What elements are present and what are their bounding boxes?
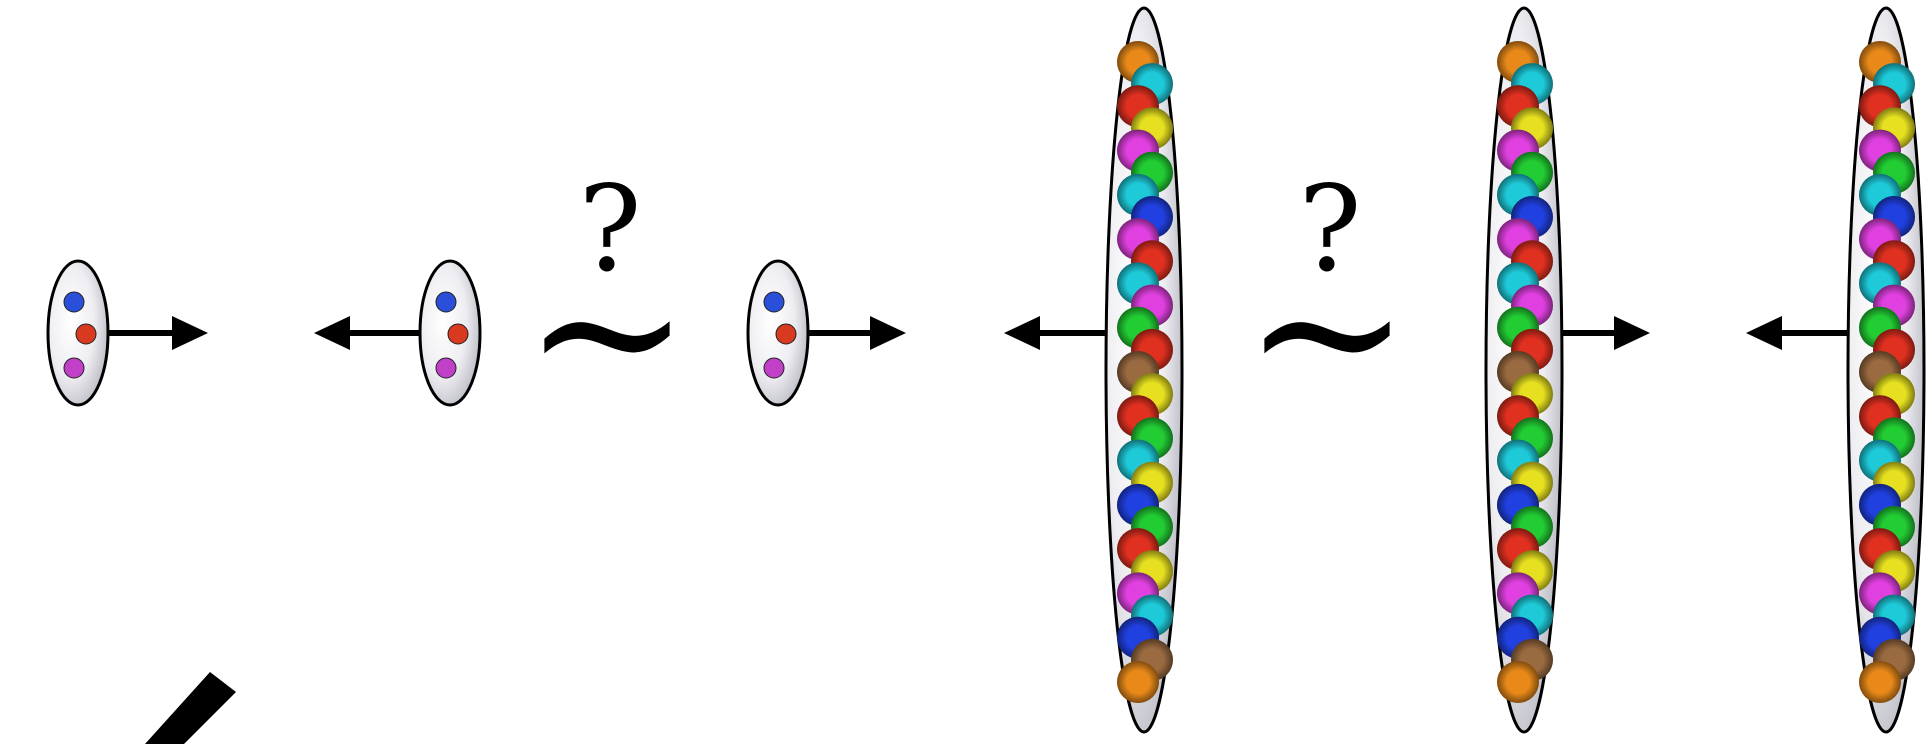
nucleon-column	[1859, 41, 1915, 703]
nucleon-dot	[435, 291, 457, 313]
nucleon-dot	[763, 357, 785, 379]
nucleon-dot	[63, 291, 85, 313]
large-nucleus-3	[1746, 6, 1926, 734]
arrow-head-icon	[1004, 316, 1040, 350]
arrow-head-icon	[1614, 316, 1650, 350]
arrow-head-icon	[314, 316, 350, 350]
question-mark: ?	[1298, 160, 1361, 298]
tilde-similar-icon: ~	[1243, 215, 1411, 448]
small-nucleus-3	[746, 259, 906, 407]
nucleon-dot	[75, 323, 97, 345]
arrow-head-icon	[870, 316, 906, 350]
cut-off-bar	[145, 672, 236, 744]
nucleon-dot	[435, 357, 457, 379]
small-nucleus-1	[46, 259, 208, 407]
nucleon-dot	[63, 357, 85, 379]
nucleon-group	[435, 291, 469, 379]
arrow-head-icon	[1746, 316, 1782, 350]
tilde-similar-icon: ~	[523, 215, 691, 448]
nucleon-group	[63, 291, 97, 379]
nucleon-column	[1117, 41, 1173, 703]
nucleon-dot	[775, 323, 797, 345]
nucleon-ball-shade	[1117, 661, 1159, 703]
small-nucleus-2	[314, 259, 482, 407]
large-nucleus-2	[1484, 6, 1650, 734]
nucleon-column	[1497, 41, 1553, 703]
arrow-head-icon	[172, 316, 208, 350]
nucleon-ball-shade	[1859, 661, 1901, 703]
nucleon-group	[763, 291, 797, 379]
nucleon-dot	[763, 291, 785, 313]
nucleon-dot	[447, 323, 469, 345]
question-mark: ?	[578, 160, 641, 298]
large-nucleus-1	[1004, 6, 1184, 734]
nucleon-ball-shade	[1497, 661, 1539, 703]
